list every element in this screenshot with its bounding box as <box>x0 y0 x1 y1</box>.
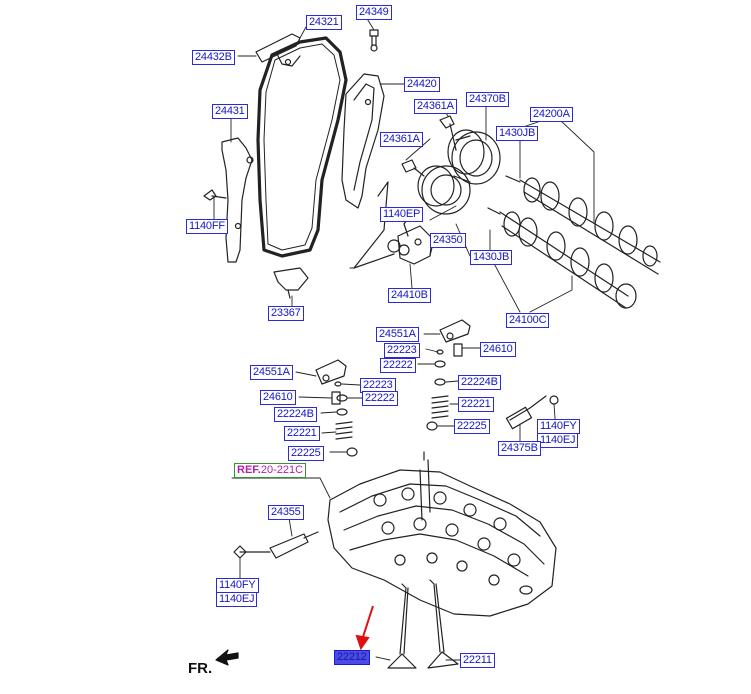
timing-chain-drawing <box>256 36 348 258</box>
part-label-24350[interactable]: 24350 <box>430 233 466 248</box>
cvvt-sprocket-upper-drawing <box>447 129 501 185</box>
reference-prefix: REF. <box>237 464 261 476</box>
part-label-23367[interactable]: 23367 <box>268 306 304 321</box>
part-label-22225-lower[interactable]: 22225 <box>288 446 324 461</box>
part-label-22222-upper[interactable]: 22222 <box>380 358 416 373</box>
part-label-22221-upper[interactable]: 22221 <box>458 397 494 412</box>
part-label-24432b[interactable]: 24432B <box>192 50 235 65</box>
cvvt-sprocket-lower-drawing <box>417 165 471 215</box>
part-label-24375b[interactable]: 24375B <box>498 441 541 456</box>
front-direction-arrow-icon <box>215 649 239 666</box>
part-label-24551a-upper[interactable]: 24551A <box>376 327 419 342</box>
part-label-1430jb-lower[interactable]: 1430JB <box>470 250 513 265</box>
valve-exhaust-drawing <box>387 583 417 669</box>
part-label-22224b-lower[interactable]: 22224B <box>274 407 317 422</box>
part-label-24610-upper[interactable]: 24610 <box>480 342 516 357</box>
chain-guide-right-drawing <box>341 73 385 209</box>
oil-control-valve-lower-drawing <box>233 531 319 559</box>
part-label-1140ep[interactable]: 1140EP <box>380 207 424 222</box>
leader-lines-bottom <box>231 333 557 661</box>
part-label-24200a[interactable]: 24200A <box>530 107 573 122</box>
part-label-22212-highlighted[interactable]: 22212 <box>334 650 370 665</box>
reference-code: 20-221C <box>260 464 304 476</box>
valve-train-drawing <box>315 319 471 457</box>
camshaft-exhaust-drawing <box>487 207 637 309</box>
part-label-24355[interactable]: 24355 <box>268 505 304 520</box>
part-label-24361a-upper[interactable]: 24361A <box>414 99 457 114</box>
chain-guide-upper-drawing <box>255 33 301 67</box>
part-label-22223-upper[interactable]: 22223 <box>384 343 420 358</box>
bolt-1140ff-drawing <box>203 189 227 201</box>
tensioner-arm-drawing <box>221 137 254 263</box>
plate-23367-drawing <box>273 267 309 299</box>
part-label-24410b[interactable]: 24410B <box>388 288 431 303</box>
cylinder-head-drawing <box>327 451 557 617</box>
camshaft-intake-drawing <box>505 175 661 275</box>
part-label-24420[interactable]: 24420 <box>404 77 440 92</box>
part-label-24100c[interactable]: 24100C <box>506 313 550 328</box>
part-label-24321[interactable]: 24321 <box>306 15 342 30</box>
bolt-24349-drawing <box>369 29 379 52</box>
part-label-22221-lower[interactable]: 22221 <box>284 426 320 441</box>
reference-label[interactable]: REF.20-221C <box>234 463 307 478</box>
part-label-1140ff[interactable]: 1140FF <box>186 219 228 234</box>
part-label-24431[interactable]: 24431 <box>212 104 248 119</box>
valve-intake-drawing <box>427 579 459 669</box>
part-label-22223-lower[interactable]: 22223 <box>360 378 396 393</box>
part-label-22224b-upper[interactable]: 22224B <box>458 375 501 390</box>
part-label-24551a-lower[interactable]: 24551A <box>250 365 293 380</box>
part-label-24349[interactable]: 24349 <box>356 5 392 20</box>
part-label-22211[interactable]: 22211 <box>460 653 495 668</box>
part-label-1140ej-lower[interactable]: 1140EJ <box>216 592 258 607</box>
part-label-22222-lower[interactable]: 22222 <box>362 391 398 406</box>
part-label-1140fy-upper[interactable]: 1140FY <box>537 419 580 434</box>
part-label-24610-lower[interactable]: 24610 <box>260 390 296 405</box>
part-label-24361a-lower[interactable]: 24361A <box>380 132 423 147</box>
part-label-1430jb-upper[interactable]: 1430JB <box>496 126 539 141</box>
part-label-24370b[interactable]: 24370B <box>466 92 509 107</box>
part-label-1140fy-lower[interactable]: 1140FY <box>216 578 259 593</box>
part-label-1140ej-upper[interactable]: 1140EJ <box>537 433 579 448</box>
red-pointer-arrow-icon <box>355 605 374 651</box>
front-direction-label: FR. <box>188 660 213 677</box>
part-label-22225-upper[interactable]: 22225 <box>454 419 490 434</box>
